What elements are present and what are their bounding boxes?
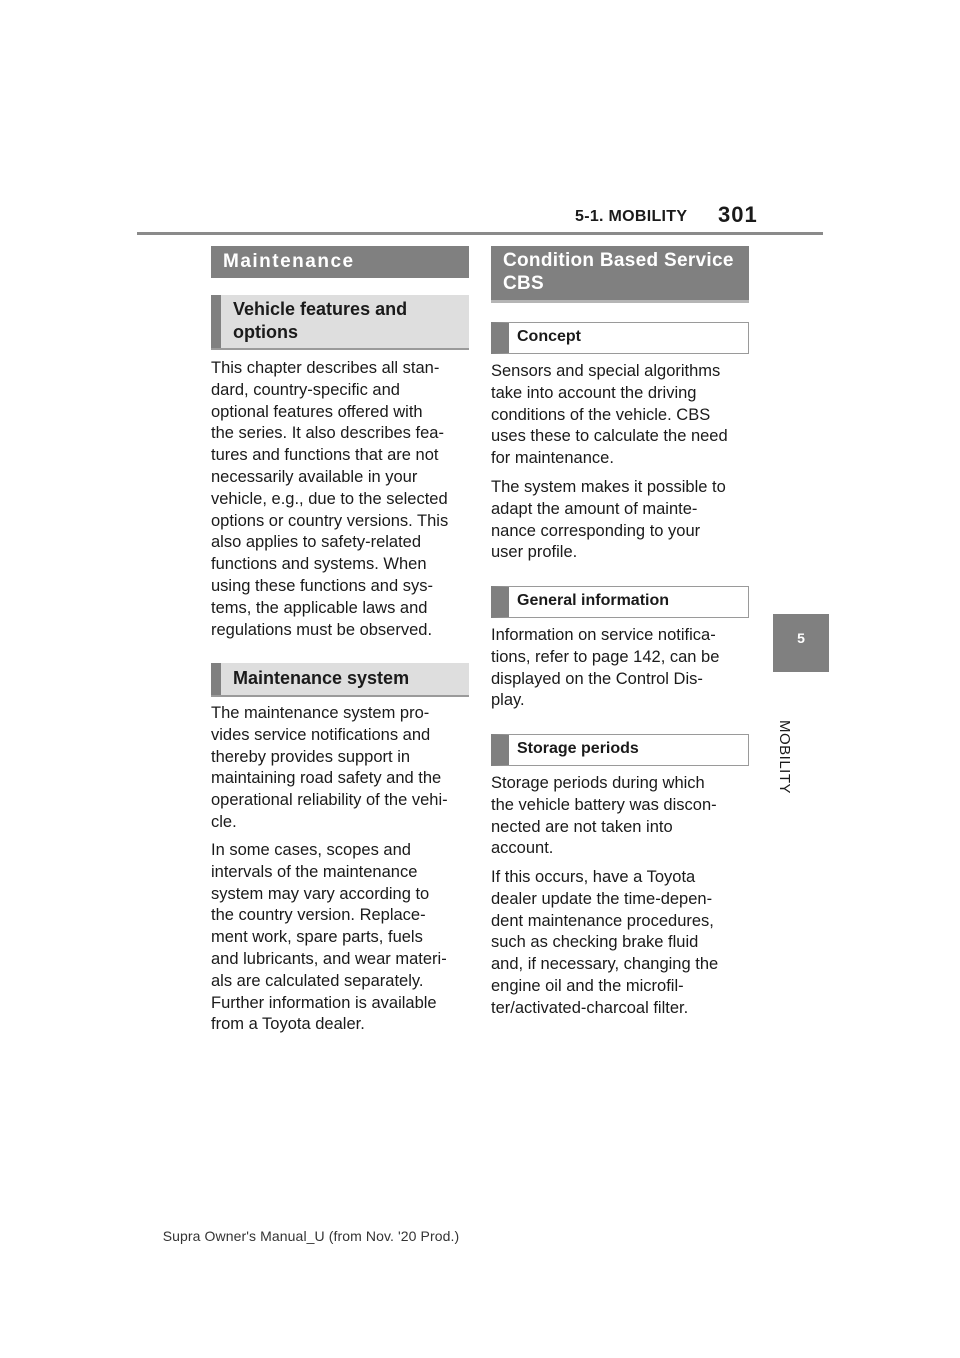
text-line: Further information is available bbox=[211, 993, 437, 1012]
text-line: In some cases, scopes and bbox=[211, 841, 411, 859]
text-line: the country version. Replace- bbox=[211, 906, 426, 925]
text-line: dealer update the time-depen- bbox=[491, 889, 713, 908]
heading-storage-periods-text: Storage periods bbox=[517, 740, 639, 757]
text-line: nance corresponding to your bbox=[491, 521, 701, 540]
text-line: optional features offered with bbox=[211, 402, 423, 421]
text-line: Sensors and special algorithms bbox=[491, 362, 721, 380]
text-line: The maintenance system pro- bbox=[211, 704, 430, 722]
text-line: If this occurs, have a Toyota bbox=[491, 868, 696, 886]
text-line: This chapter describes all stan- bbox=[211, 359, 440, 377]
text-line: system may vary according to bbox=[211, 884, 430, 903]
text-line: intervals of the maintenance bbox=[211, 862, 418, 881]
text-line: thereby provides support in bbox=[211, 747, 411, 766]
text-line: the vehicle battery was discon- bbox=[491, 795, 717, 814]
text-line: the series. It also describes fea- bbox=[211, 424, 444, 443]
heading-concept-text: Concept bbox=[517, 328, 581, 345]
heading-general-information-text: General information bbox=[517, 592, 670, 609]
text-line: maintaining road safety and the bbox=[211, 769, 442, 788]
text-line: ter/activated-charcoal filter. bbox=[491, 998, 689, 1017]
section-title: 5-1. MOBILITY bbox=[575, 208, 688, 225]
chapter-label: MOBILITY bbox=[776, 720, 793, 795]
manual-footer: Supra Owner's Manual_U (from Nov. '20 Pr… bbox=[162, 1228, 460, 1244]
heading-line: Vehicle features and bbox=[233, 299, 408, 319]
storage-periods-text-2: If this occurs, have a Toyota dealer upd… bbox=[491, 867, 718, 1020]
text-line: cle. bbox=[211, 812, 237, 831]
text-line: account. bbox=[491, 839, 554, 858]
heading-line: options bbox=[233, 322, 298, 342]
text-line: functions and systems. When bbox=[211, 555, 427, 574]
text-line: from a Toyota dealer. bbox=[211, 1015, 365, 1034]
chapter-tab bbox=[773, 614, 829, 672]
heading-general-information: General information bbox=[491, 586, 749, 618]
heading-vehicle-features: Vehicle features and options bbox=[211, 295, 469, 350]
general-information-text: Information on service notifica- tions, … bbox=[491, 625, 719, 712]
chapter-number: 5 bbox=[797, 630, 805, 646]
storage-periods-text-1: Storage periods during which the vehicle… bbox=[491, 773, 717, 860]
text-line: take into account the driving bbox=[491, 383, 697, 402]
text-line: and lubricants, and wear materi- bbox=[211, 949, 447, 968]
text-line: The system makes it possible to bbox=[491, 478, 726, 496]
text-line: dard, country-specific and bbox=[211, 380, 400, 399]
text-line: ment work, spare parts, fuels bbox=[211, 928, 423, 947]
text-line: options or country versions. This bbox=[211, 511, 449, 530]
heading-line: Condition Based Service bbox=[503, 250, 734, 271]
text-line: play. bbox=[491, 691, 525, 710]
text-line: Storage periods during which bbox=[491, 774, 705, 792]
text-line: such as checking brake fluid bbox=[491, 933, 699, 952]
text-line: nected are not taken into bbox=[491, 817, 673, 836]
heading-concept: Concept bbox=[491, 322, 749, 354]
heading-storage-periods: Storage periods bbox=[491, 734, 749, 766]
text-line: uses these to calculate the need bbox=[491, 427, 728, 446]
text-line: tems, the applicable laws and bbox=[211, 598, 428, 617]
heading-line: CBS bbox=[503, 273, 545, 294]
concept-text-1: Sensors and special algorithms take into… bbox=[491, 361, 728, 470]
text-line: tions, refer to page 142, can be bbox=[491, 647, 720, 666]
concept-text-2: The system makes it possible to adapt th… bbox=[491, 477, 726, 564]
text-line: also applies to safety-related bbox=[211, 533, 422, 552]
maintenance-system-text-1: The maintenance system pro- vides servic… bbox=[211, 703, 448, 834]
heading-maintenance-system-text: Maintenance system bbox=[233, 668, 410, 688]
text-line: vehicle, e.g., due to the selected bbox=[211, 489, 448, 508]
heading-maintenance-text: Maintenance bbox=[223, 251, 355, 272]
page-number: 301 bbox=[718, 202, 758, 227]
text-line: als are calculated separately. bbox=[211, 971, 424, 990]
text-line: adapt the amount of mainte- bbox=[491, 499, 698, 518]
text-line: regulations must be observed. bbox=[211, 620, 433, 639]
text-line: for maintenance. bbox=[491, 449, 614, 468]
text-line: dent maintenance procedures, bbox=[491, 911, 714, 930]
text-line: Information on service notifica- bbox=[491, 626, 716, 644]
text-line: tures and functions that are not bbox=[211, 446, 439, 465]
vehicle-features-text: This chapter describes all stan- dard, c… bbox=[211, 358, 448, 641]
text-line: user profile. bbox=[491, 543, 578, 562]
text-line: and, if necessary, changing the bbox=[491, 955, 719, 974]
heading-condition-based-service: Condition Based Service CBS bbox=[491, 246, 749, 303]
header-divider bbox=[137, 232, 823, 235]
heading-maintenance-system: Maintenance system bbox=[211, 663, 469, 697]
maintenance-system-text-2: In some cases, scopes and intervals of t… bbox=[211, 840, 447, 1036]
text-line: engine oil and the microfil- bbox=[491, 976, 684, 995]
text-line: conditions of the vehicle. CBS bbox=[491, 405, 711, 424]
text-line: necessarily available in your bbox=[211, 467, 418, 486]
text-line: displayed on the Control Dis- bbox=[491, 669, 703, 688]
text-line: using these functions and sys- bbox=[211, 576, 433, 595]
heading-maintenance: Maintenance bbox=[211, 246, 469, 278]
text-line: vides service notifications and bbox=[211, 725, 431, 744]
text-line: operational reliability of the vehi- bbox=[211, 791, 448, 810]
